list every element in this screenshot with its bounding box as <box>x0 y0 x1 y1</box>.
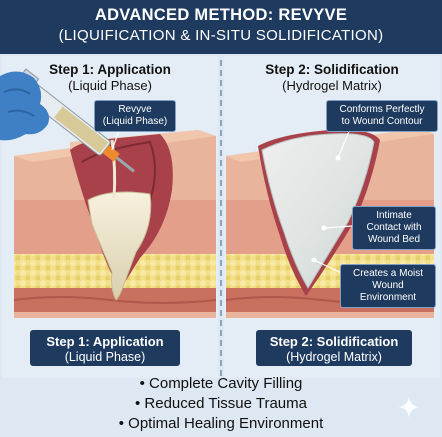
right-callout-1-line1: Conforms Perfectly <box>339 104 425 115</box>
sparkle-icon <box>398 396 420 418</box>
left-muscle-line <box>13 296 217 304</box>
syringe-liquid <box>54 106 109 154</box>
right-callout-moist: Creates a Moist Wound Environment <box>340 264 436 308</box>
left-callout-line1: Revyve <box>118 104 152 115</box>
panel-divider <box>220 60 222 376</box>
left-callout-revyve: Revyve (Liquid Phase) <box>94 100 176 132</box>
syringe-tip <box>102 145 120 162</box>
benefits-list: • Complete Cavity Filling • Reduced Tiss… <box>0 374 442 434</box>
left-tissue-block <box>13 130 217 318</box>
left-step-label: Step 1: Application (Liquid Phase) <box>30 330 180 366</box>
left-heading-text: Step 1: Application <box>49 62 171 77</box>
syringe-and-hand <box>0 68 135 173</box>
syringe-needle <box>115 156 135 173</box>
title-line-2: (LIQUIFICATION & IN-SITU SOLIDIFICATION) <box>58 27 384 44</box>
right-callout-1-line2: to Wound Contour <box>341 116 423 127</box>
glove-hand <box>0 71 49 141</box>
callout-line-2 <box>323 225 353 229</box>
right-callout-3-line2: Wound <box>372 280 404 291</box>
right-callout-3-line3: Environment <box>359 292 417 303</box>
right-callout-2-line3: Wound Bed <box>367 234 421 245</box>
benefit-item: • Complete Cavity Filling <box>139 375 303 392</box>
left-step-label-line1: Step 1: Application <box>46 334 164 349</box>
gel-stream <box>110 139 117 199</box>
left-step-label-line2: (Liquid Phase) <box>64 350 146 364</box>
callout-dot-3 <box>311 257 317 263</box>
right-callout-contact: Intimate Contact with Wound Bed <box>352 206 436 250</box>
right-callout-2-line2: Contact with <box>366 222 422 233</box>
title-banner: ADVANCED METHOD: REVYVE (LIQUIFICATION &… <box>0 0 442 54</box>
right-callout-3-line1: Creates a Moist <box>352 268 424 279</box>
hydrogel-matrix <box>261 133 375 289</box>
right-heading-text: Step 2: Solidification <box>265 62 399 77</box>
right-step-label-line2: (Hydrogel Matrix) <box>286 350 382 364</box>
right-step-label-line1: Step 2: Solidification <box>269 334 399 349</box>
left-wound-texture <box>81 140 156 201</box>
callout-dot-1 <box>335 155 341 161</box>
glove-folds <box>3 88 35 117</box>
right-callout-2-line1: Intimate <box>376 210 412 221</box>
left-subheading-text: (Liquid Phase) <box>68 78 152 93</box>
left-step-heading: Step 1: Application (Liquid Phase) <box>2 62 218 93</box>
title-line-1: ADVANCED METHOD: REVYVE <box>94 6 348 24</box>
benefit-item: • Reduced Tissue Trauma <box>134 395 307 412</box>
left-callout-line2: (Liquid Phase) <box>102 116 168 127</box>
right-subheading-text: (Hydrogel Matrix) <box>282 78 382 93</box>
right-callout-conforms: Conforms Perfectly to Wound Contour <box>326 100 438 132</box>
right-tissue-block <box>225 123 435 318</box>
callout-dot-2 <box>321 225 327 231</box>
left-liquid-gel <box>87 191 152 301</box>
right-step-label: Step 2: Solidification (Hydrogel Matrix) <box>256 330 412 366</box>
right-step-heading: Step 2: Solidification (Hydrogel Matrix) <box>224 62 440 93</box>
benefit-item: • Optimal Healing Environment <box>118 415 324 432</box>
